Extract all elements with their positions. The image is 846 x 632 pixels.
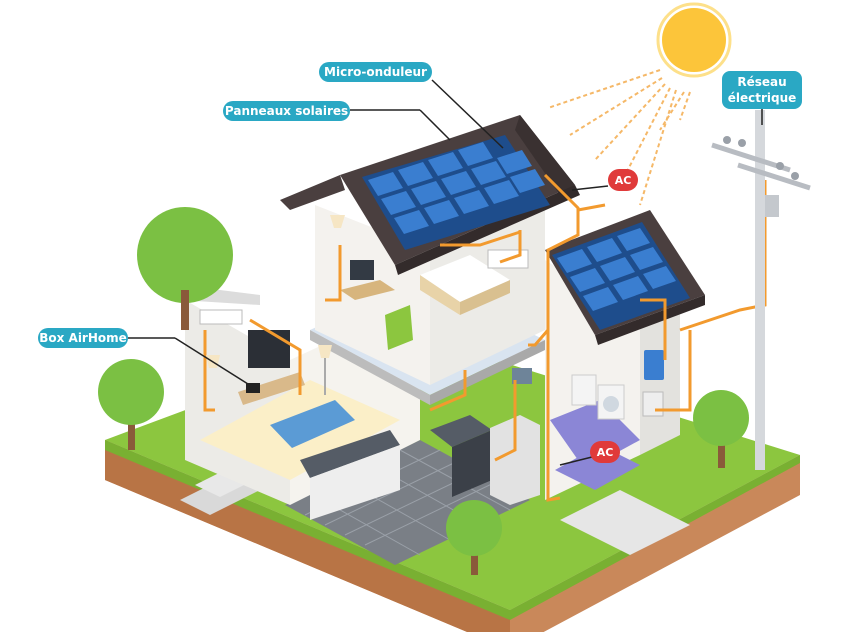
sun-rays — [547, 69, 691, 206]
sidewalk — [560, 490, 690, 555]
label-reseau-line2: électrique — [727, 91, 797, 105]
laundry — [512, 350, 664, 420]
living-room — [199, 309, 355, 448]
label-ac-top: AC — [608, 169, 638, 191]
kitchen — [300, 415, 540, 520]
label-reseau-line1: Réseau — [737, 75, 787, 89]
utility-pole — [711, 110, 811, 470]
bedroom — [340, 249, 529, 350]
tree-back-left — [137, 207, 233, 330]
tree-left — [98, 359, 164, 450]
label-ac-bottom: AC — [590, 441, 620, 463]
label-micro-onduleur: Micro-onduleur — [319, 62, 432, 82]
label-box-airhome: Box AirHome — [38, 328, 128, 348]
tree-front — [446, 500, 502, 575]
tree-right — [693, 390, 749, 468]
label-panneaux-solaires: Panneaux solaires — [223, 101, 350, 121]
sun — [656, 2, 732, 78]
main-solar-panel — [362, 135, 550, 250]
annex-solar-panel — [552, 222, 690, 330]
leader-lines — [128, 79, 763, 466]
label-reseau-electrique: Réseau électrique — [722, 71, 802, 109]
